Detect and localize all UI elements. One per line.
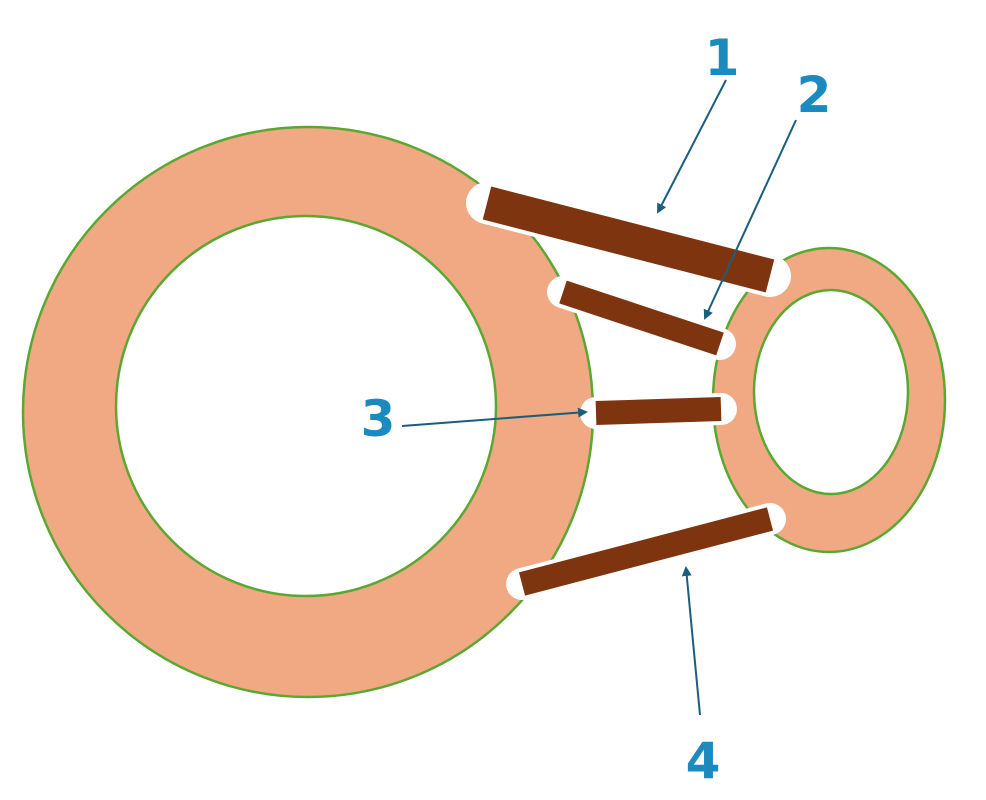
bar-1 <box>466 182 791 297</box>
label-2: 2 <box>797 66 832 124</box>
label-1: 1 <box>705 29 740 87</box>
bar-3 <box>580 393 737 429</box>
arrow-3 <box>401 407 588 427</box>
arrow-4 <box>681 566 701 716</box>
arrow-2 <box>703 119 797 320</box>
label-4: 4 <box>686 732 721 790</box>
bar-4 <box>506 503 786 600</box>
arrow-1 <box>657 79 727 214</box>
small-ring <box>711 246 947 554</box>
label-3: 3 <box>361 390 396 448</box>
bar-2 <box>547 276 736 360</box>
